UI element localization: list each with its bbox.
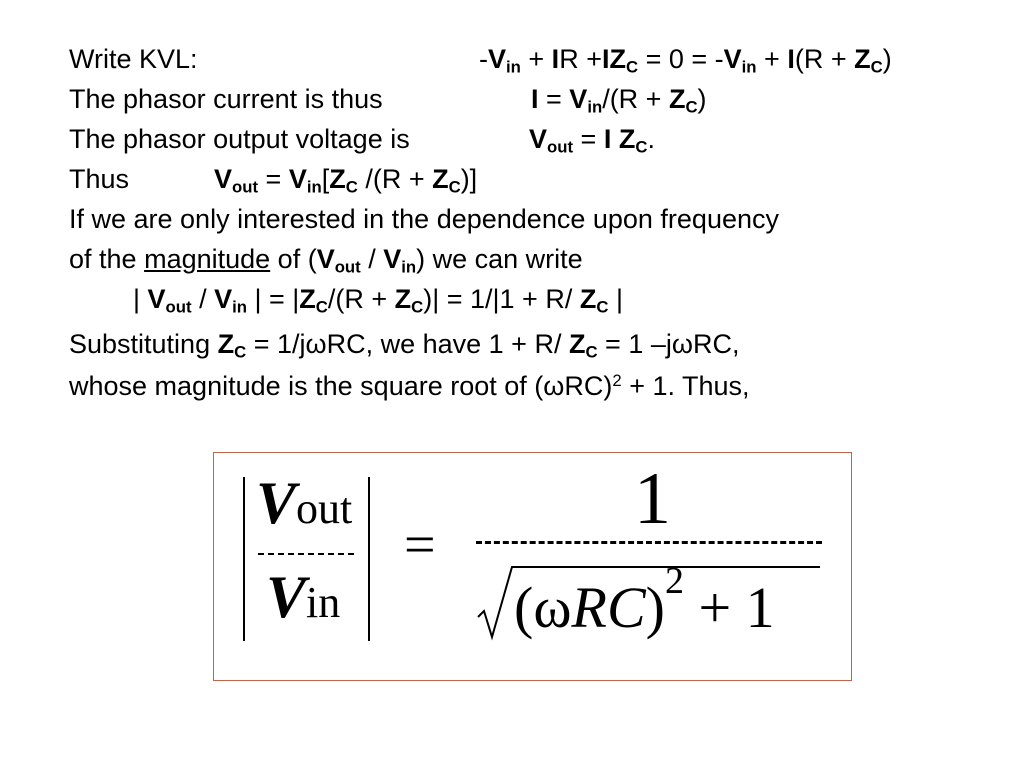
equals-sign: = bbox=[404, 514, 436, 576]
current-equation: I = Vin/(R + ZC) bbox=[531, 84, 707, 117]
numerator-one: 1 bbox=[634, 458, 671, 540]
magnitude-line: of the magnitude of (Vout / Vin) we can … bbox=[69, 244, 583, 277]
ratio-fraction-bar bbox=[258, 553, 354, 555]
magnitude-equation: | Vout / Vin | = |ZC/(R + ZC)| = 1/|1 + … bbox=[133, 284, 623, 317]
current-line: The phasor current is thus I = Vin/(R + … bbox=[69, 80, 707, 118]
abs-bar-left bbox=[243, 477, 245, 641]
kvl-label: Write KVL: bbox=[69, 44, 198, 74]
thus-line: Thus Vout = Vin[ZC /(R + ZC)] bbox=[69, 160, 477, 198]
vout-line: The phasor output voltage is Vout = I ZC… bbox=[69, 120, 655, 158]
whose-magnitude-line: whose magnitude is the square root of (ω… bbox=[69, 370, 750, 401]
vout-numerator: Vout bbox=[256, 470, 353, 536]
vout-label: The phasor output voltage is bbox=[69, 124, 410, 154]
substituting-line: Substituting ZC = 1/jωRC, we have 1 + R/… bbox=[69, 329, 740, 362]
thus-label: Thus bbox=[69, 164, 130, 194]
abs-bar-right bbox=[368, 477, 370, 641]
denominator-expression: (ωRC)2 + 1 bbox=[514, 560, 775, 640]
main-fraction-bar bbox=[476, 541, 822, 544]
interest-line: If we are only interested in the depende… bbox=[69, 204, 779, 234]
vin-denominator: Vin bbox=[266, 564, 341, 630]
kvl-equation: -Vin + IR +IZC = 0 = -Vin + I(R + ZC) bbox=[479, 44, 892, 77]
current-label: The phasor current is thus bbox=[69, 84, 383, 114]
kvl-line: Write KVL: -Vin + IR +IZC = 0 = -Vin + I… bbox=[69, 40, 892, 78]
thus-equation: Vout = Vin[ZC /(R + ZC)] bbox=[214, 164, 478, 197]
formula-box: Vout Vin = 1 (ωRC)2 + 1 bbox=[213, 452, 852, 681]
vout-equation: Vout = I ZC. bbox=[529, 124, 655, 157]
magnitude-word: magnitude bbox=[144, 244, 271, 274]
sqrt-sign bbox=[477, 566, 820, 641]
